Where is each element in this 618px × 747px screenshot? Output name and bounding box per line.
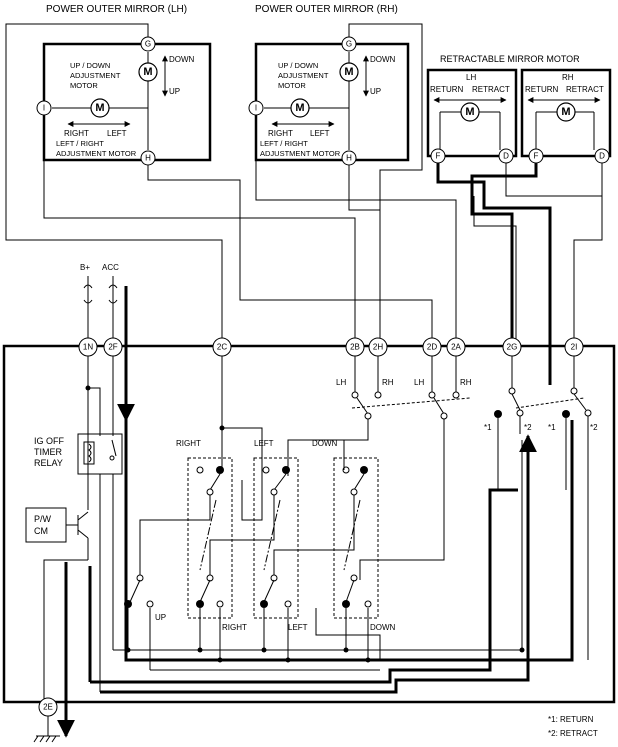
rh-lr-line1: LEFT / RIGHT — [260, 139, 308, 148]
relay-label-3: RELAY — [34, 458, 63, 468]
svg-text:M: M — [344, 66, 353, 78]
svg-text:G: G — [346, 40, 352, 49]
switch-right-top-label: RIGHT — [176, 439, 201, 448]
retract-motor-title: RETRACTABLE MIRROR MOTOR — [440, 54, 580, 64]
svg-text:M: M — [95, 102, 104, 114]
ground-icon — [33, 735, 57, 743]
retract-rh-return: RETURN — [525, 85, 559, 94]
lh-updown-line2: ADJUSTMENT — [70, 71, 121, 80]
lh-lr-line1: LEFT / RIGHT — [56, 139, 104, 148]
svg-text:2A: 2A — [451, 343, 461, 352]
retract-lh-label: LH — [466, 73, 476, 82]
switch-down-bottom-label: DOWN — [370, 623, 396, 632]
harness-wires — [5, 23, 603, 385]
svg-text:2I: 2I — [571, 343, 578, 352]
svg-text:2F: 2F — [108, 343, 117, 352]
switch-up-label: UP — [155, 613, 166, 622]
svg-text:2E: 2E — [43, 703, 53, 712]
mirror-rh-unit: UP / DOWN ADJUSTMENT MOTOR M DOWN UP M R… — [248, 36, 410, 166]
svg-text:2H: 2H — [373, 343, 383, 352]
lh-updown-motor-icon — [138, 62, 158, 82]
legend-note-1: *1: RETURN — [548, 715, 594, 724]
rh-lr-line2: ADJUSTMENT MOTOR — [260, 149, 341, 158]
rh-right-label: RIGHT — [268, 129, 293, 138]
rh-down-label: DOWN — [370, 55, 396, 64]
legend-note-2: *2: RETRACT — [548, 729, 598, 738]
selector-lh-right: LH — [414, 378, 424, 387]
svg-text:H: H — [145, 154, 151, 163]
switch-left-bottom-label: LEFT — [288, 623, 308, 632]
rh-updown-line3: MOTOR — [278, 81, 306, 90]
svg-text:M: M — [465, 106, 474, 118]
svg-text:F: F — [534, 152, 539, 161]
svg-text:2D: 2D — [427, 343, 437, 352]
retract-lh-retract: RETRACT — [472, 85, 510, 94]
rh-updown-motor-icon — [339, 62, 359, 82]
svg-text:2G: 2G — [507, 343, 518, 352]
svg-text:2B: 2B — [350, 343, 360, 352]
svg-text:G: G — [145, 40, 151, 49]
selector-rh-left: RH — [382, 378, 394, 387]
svg-text:I: I — [255, 104, 257, 113]
svg-text:D: D — [503, 152, 509, 161]
mirror-lh-unit: UP / DOWN ADJUSTMENT MOTOR M DOWN UP M R… — [36, 36, 212, 166]
rh-up-label: UP — [370, 87, 381, 96]
pwcm-label-1: P/W — [34, 514, 52, 524]
connector-row: 1N 2F 2C 2B 2H 2D 2A 2G 2I — [78, 337, 584, 357]
relay-label-2: TIMER — [34, 447, 62, 457]
star2-left: *2 — [524, 423, 532, 432]
svg-text:F: F — [436, 152, 441, 161]
switch-right-bottom-label: RIGHT — [222, 623, 247, 632]
switch-down-top-label: DOWN — [312, 439, 338, 448]
rh-leftright-motor-icon — [290, 98, 310, 118]
svg-text:H: H — [346, 154, 352, 163]
switch-internal-wiring: IG OFF TIMER RELAY P/W CM LH RH LH RH — [25, 356, 598, 738]
rh-updown-line2: ADJUSTMENT — [278, 71, 329, 80]
selector-lh-left: LH — [336, 378, 346, 387]
star1-left: *1 — [484, 423, 492, 432]
pwcm-label-2: CM — [34, 526, 48, 536]
svg-text:1N: 1N — [83, 343, 93, 352]
retract-motor-rh: RH RETURN RETRACT M F D — [520, 68, 612, 164]
power-feed: B+ ACC — [80, 263, 135, 422]
mirror-switch-unit — [2, 344, 616, 704]
star2-right: *2 — [590, 423, 598, 432]
mirror-rh-title: POWER OUTER MIRROR (RH) — [255, 4, 398, 15]
lh-down-label: DOWN — [169, 55, 195, 64]
rh-left-label: LEFT — [310, 129, 330, 138]
lh-leftright-motor-icon — [90, 98, 110, 118]
switch-left-top-label: LEFT — [254, 439, 274, 448]
svg-text:M: M — [561, 106, 570, 118]
rh-updown-line1: UP / DOWN — [278, 61, 318, 70]
svg-text:D: D — [599, 152, 605, 161]
star1-right: *1 — [548, 423, 556, 432]
lh-lr-line2: ADJUSTMENT MOTOR — [56, 149, 137, 158]
retract-lh-return: RETURN — [430, 85, 464, 94]
retract-lh-motor-icon — [460, 102, 480, 122]
selector-rh-right: RH — [460, 378, 472, 387]
bplus-label: B+ — [80, 263, 90, 272]
ground-connector: 2E — [33, 697, 60, 743]
relay-label-1: IG OFF — [34, 436, 64, 446]
lh-updown-line1: UP / DOWN — [70, 61, 110, 70]
acc-label: ACC — [102, 263, 119, 272]
retract-rh-motor-icon — [556, 102, 576, 122]
lh-right-label: RIGHT — [64, 129, 89, 138]
retract-rh-label: RH — [562, 73, 574, 82]
retract-rh-retract: RETRACT — [566, 85, 604, 94]
mirror-lh-title: POWER OUTER MIRROR (LH) — [46, 4, 187, 15]
svg-text:M: M — [295, 102, 304, 114]
lh-left-label: LEFT — [107, 129, 127, 138]
svg-text:2C: 2C — [217, 343, 227, 352]
svg-text:M: M — [143, 66, 152, 78]
svg-text:I: I — [43, 104, 45, 113]
retract-motor-lh: LH RETURN RETRACT M F D — [426, 68, 518, 164]
lh-updown-line3: MOTOR — [70, 81, 98, 90]
lh-up-label: UP — [169, 87, 180, 96]
